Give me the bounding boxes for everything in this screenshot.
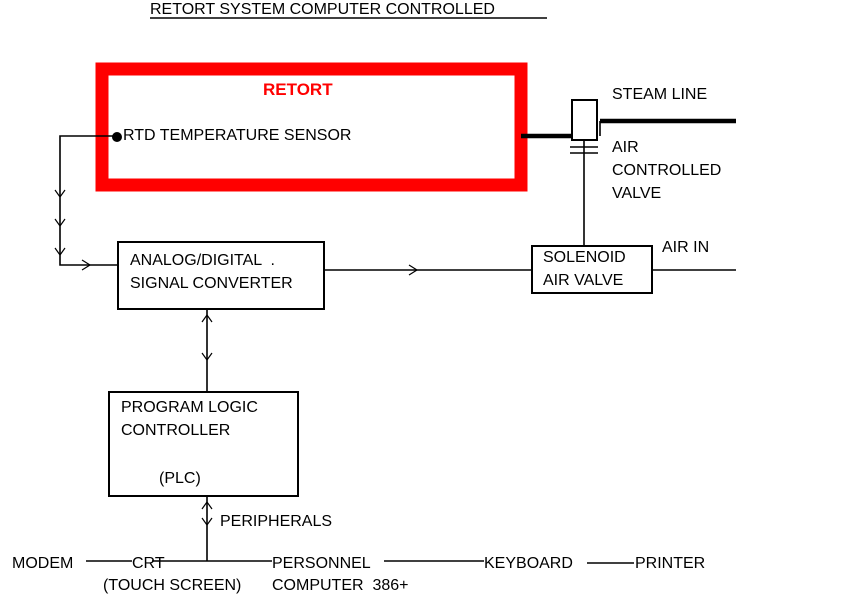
air-controlled-valve-body <box>571 99 598 141</box>
converter-plc-arrow-up <box>201 313 213 323</box>
solenoid-label-line-1: SOLENOID <box>543 249 626 266</box>
plc-label-line-3: (PLC) <box>159 470 201 487</box>
acv-label-line-3: VALVE <box>612 185 661 202</box>
peripherals-label: PERIPHERALS <box>220 513 332 530</box>
peripherals-arrow-down <box>201 517 213 527</box>
acv-label-line-1: AIR <box>612 139 639 156</box>
sensor-arrow-1 <box>54 189 66 199</box>
plc-label-line-1: PROGRAM LOGIC <box>121 399 258 416</box>
rtd-sensor-dot <box>112 132 122 142</box>
acv-label-line-2: CONTROLLED <box>612 162 721 179</box>
diagram-title: RETORT SYSTEM COMPUTER CONTROLLED <box>150 1 495 18</box>
retort-vessel <box>95 62 528 192</box>
converter-to-solenoid-arrow <box>408 264 419 276</box>
rtd-sensor-label: RTD TEMPERATURE SENSOR <box>123 127 351 144</box>
plc-box <box>108 391 299 497</box>
printer-label: PRINTER <box>635 555 705 572</box>
sensor-arrow-2 <box>54 218 66 228</box>
converter-plc-arrow-down <box>201 352 213 362</box>
sensor-signal-line <box>59 135 118 266</box>
converter-label-line-1: ANALOG/DIGITAL . <box>130 252 275 269</box>
sensor-arrow-4 <box>81 259 92 271</box>
keyboard-label: KEYBOARD <box>484 555 573 572</box>
personnel-label: PERSONNEL <box>272 555 371 572</box>
crt-label: CRT <box>132 555 165 572</box>
converter-label-line-2: SIGNAL CONVERTER <box>130 275 293 292</box>
steam-line-label: STEAM LINE <box>612 86 707 103</box>
signal-converter-box <box>117 241 325 310</box>
solenoid-air-valve <box>531 245 653 294</box>
plc-label-line-2: CONTROLLER <box>121 422 230 439</box>
modem-label: MODEM <box>12 555 73 572</box>
air-in-label: AIR IN <box>662 239 709 256</box>
computer-label: COMPUTER 386+ <box>272 577 408 594</box>
sensor-arrow-3 <box>54 247 66 257</box>
touch-screen-label: (TOUCH SCREEN) <box>103 577 241 594</box>
solenoid-label-line-2: AIR VALVE <box>543 272 623 289</box>
peripherals-arrow-up <box>201 500 213 510</box>
retort-label: RETORT <box>263 80 333 99</box>
